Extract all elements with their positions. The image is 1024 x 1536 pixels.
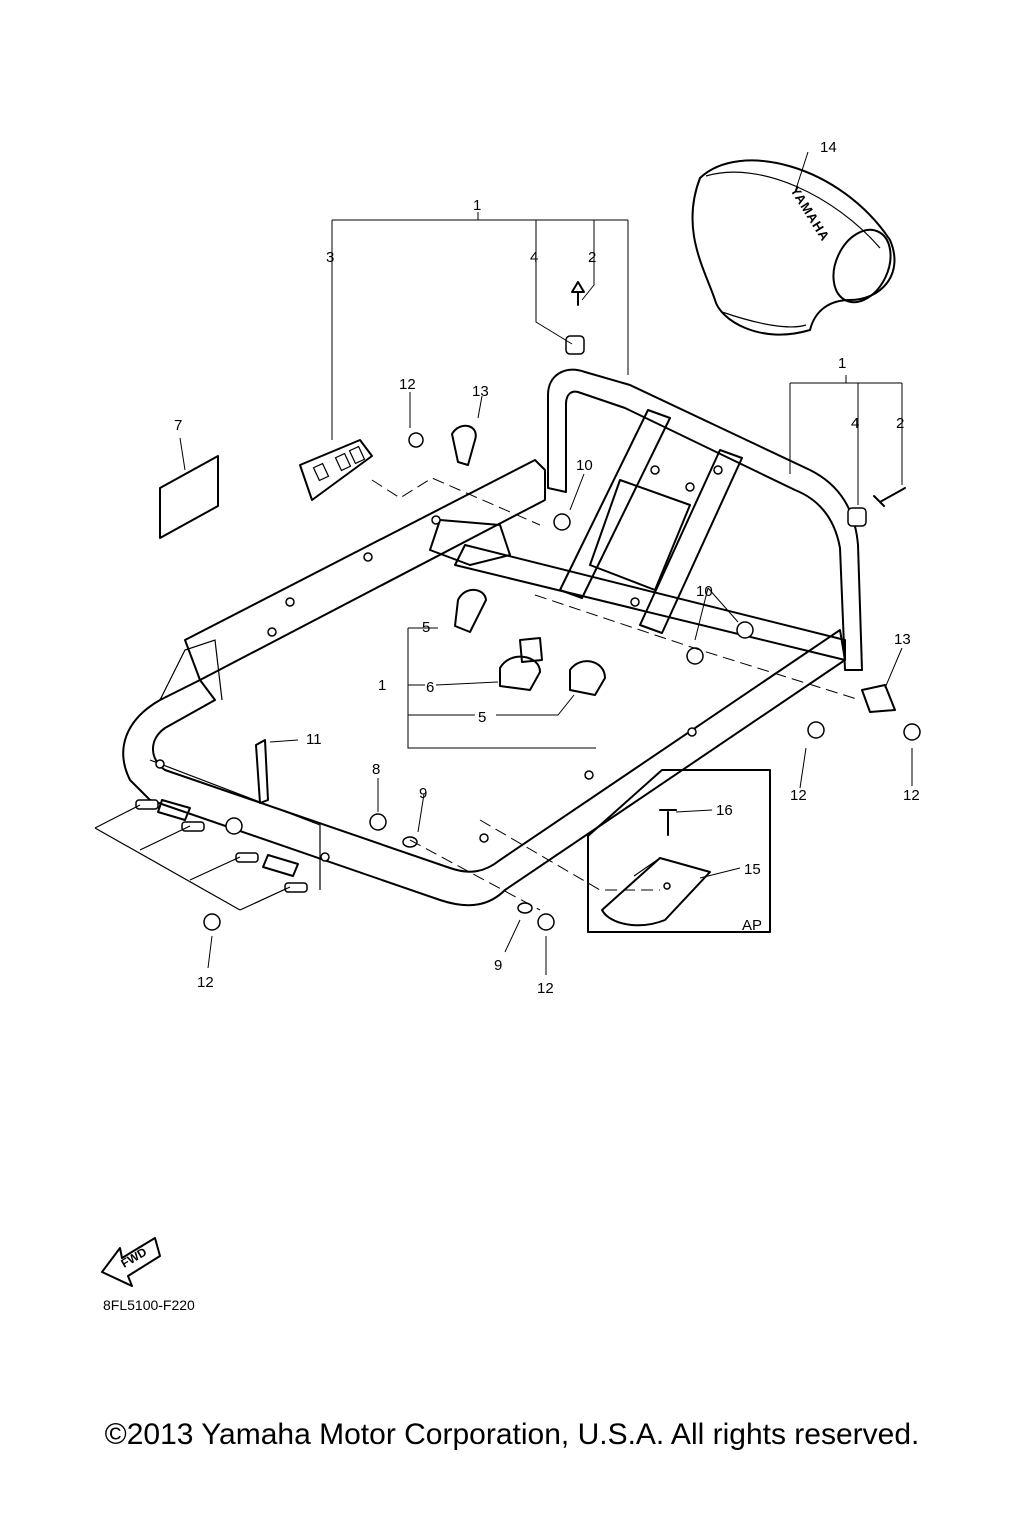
callout-15: 15	[744, 861, 761, 878]
callout-4-right: 4	[851, 415, 859, 432]
callout-1-right: 1	[838, 355, 846, 372]
ap-inset	[587, 769, 771, 933]
callout-9-bottom: 9	[494, 957, 502, 974]
label-part-7	[159, 455, 219, 539]
callout-6: 6	[426, 679, 434, 696]
callout-1-top: 1	[473, 197, 481, 214]
callout-16: 16	[716, 802, 733, 819]
callout-14: 14	[820, 139, 837, 156]
callout-3: 3	[326, 249, 334, 266]
callout-5-bottom: 5	[478, 709, 486, 726]
callout-ap: AP	[742, 917, 762, 934]
callout-11: 11	[306, 731, 322, 748]
callout-12-bottom: 12	[537, 980, 554, 997]
callout-2-top: 2	[588, 249, 596, 266]
hardware-parts	[135, 281, 921, 931]
callout-labels: 1 3 4 2 14 1 4 2 12 13 7 10 10 13 5 1 6 …	[174, 139, 920, 997]
callout-9-mid: 9	[419, 785, 427, 802]
pad-part-3	[299, 439, 373, 501]
callout-10-mid: 10	[576, 457, 593, 474]
callout-12-bottom-left: 12	[197, 974, 214, 991]
callout-12-right-2: 12	[903, 787, 920, 804]
diagram-code: 8FL5100-F220	[103, 1297, 195, 1313]
grab-handle-part	[547, 368, 863, 671]
callout-4-top: 4	[530, 249, 538, 266]
fwd-label: FWD	[119, 1245, 150, 1271]
callout-12-right-1: 12	[790, 787, 807, 804]
fwd-arrow-icon: FWD	[101, 1237, 161, 1287]
callout-5-top: 5	[422, 619, 430, 636]
callout-13-top: 13	[472, 383, 489, 400]
frame-part	[122, 459, 846, 907]
callout-13-right: 13	[894, 631, 911, 648]
leader-lines	[179, 151, 913, 975]
callout-7: 7	[174, 417, 182, 434]
callout-8: 8	[372, 761, 380, 778]
callout-12-top: 12	[399, 376, 416, 393]
alignment-lines	[94, 477, 861, 911]
callout-10-right: 10	[696, 583, 713, 600]
callout-2-right: 2	[896, 415, 904, 432]
callout-1-left: 1	[378, 677, 386, 694]
copyright-notice: ©2013 Yamaha Motor Corporation, U.S.A. A…	[104, 1418, 920, 1451]
